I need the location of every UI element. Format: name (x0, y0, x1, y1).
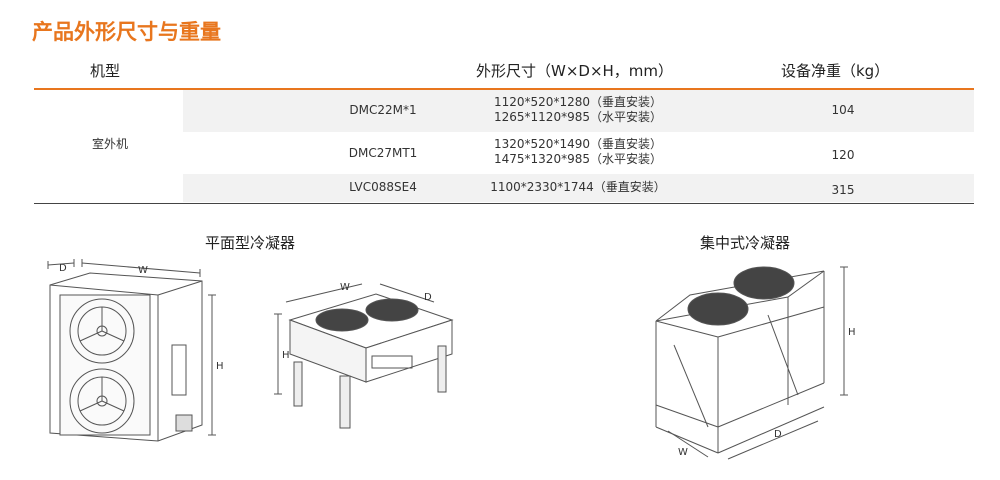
dimension-label-h: H (282, 350, 290, 361)
dimension-line: 1265*1120*985（水平安装） (494, 110, 662, 124)
table-bottom-rule (34, 203, 974, 204)
table-row: DMC27MT1 1320*520*1490（垂直安装） 1475*1320*9… (183, 132, 974, 174)
dimension-label-h: H (848, 327, 856, 338)
dimension-line: 1100*2330*1744（垂直安装） (490, 180, 666, 194)
section-title-central: 集中式冷凝器 (699, 234, 790, 252)
dimension-label-h: H (216, 361, 224, 372)
dimension-line: 1120*520*1280（垂直安装） (494, 95, 662, 109)
header-dimensions: 外形尺寸（W×D×H，mm） (476, 62, 674, 80)
dimension-label-w: W (340, 282, 350, 293)
dimension-label-w: W (138, 265, 148, 276)
dimension-label-d: D (59, 263, 67, 274)
dimension-line: 1475*1320*985（水平安装） (494, 152, 662, 166)
weight-cell: 104 (831, 103, 855, 117)
model-cell: DMC27MT1 (348, 146, 418, 160)
header-model: 机型 (90, 62, 121, 80)
table-row-band (183, 90, 974, 132)
page-title: 产品外形尺寸与重量 (32, 20, 221, 44)
table-row-band (183, 174, 974, 202)
weight-cell: 120 (831, 148, 855, 162)
dimension-label-d: D (774, 429, 782, 440)
table-row: LVC088SE4 1100*2330*1744（垂直安装） 315 (183, 174, 974, 202)
category-cell: 室外机 (91, 137, 128, 151)
table-header-rule (34, 88, 974, 90)
section-title-flat: 平面型冷凝器 (204, 234, 295, 252)
dimension-line: 1320*520*1490（垂直安装） (494, 137, 662, 151)
table-row: DMC22M*1 1120*520*1280（垂直安装） 1265*1120*9… (183, 90, 974, 132)
model-cell: LVC088SE4 (349, 180, 417, 194)
dimension-label-w: W (678, 447, 688, 458)
header-weight: 设备净重（kg） (781, 62, 890, 80)
central-condenser-drawing: H W D (655, 266, 856, 460)
flat-condenser-drawing: W D H (274, 282, 454, 429)
weight-cell: 315 (831, 183, 855, 197)
dimension-label-d: D (424, 292, 432, 303)
model-cell: DMC22M*1 (349, 103, 417, 117)
vertical-unit-drawing: D W H (47, 259, 224, 442)
